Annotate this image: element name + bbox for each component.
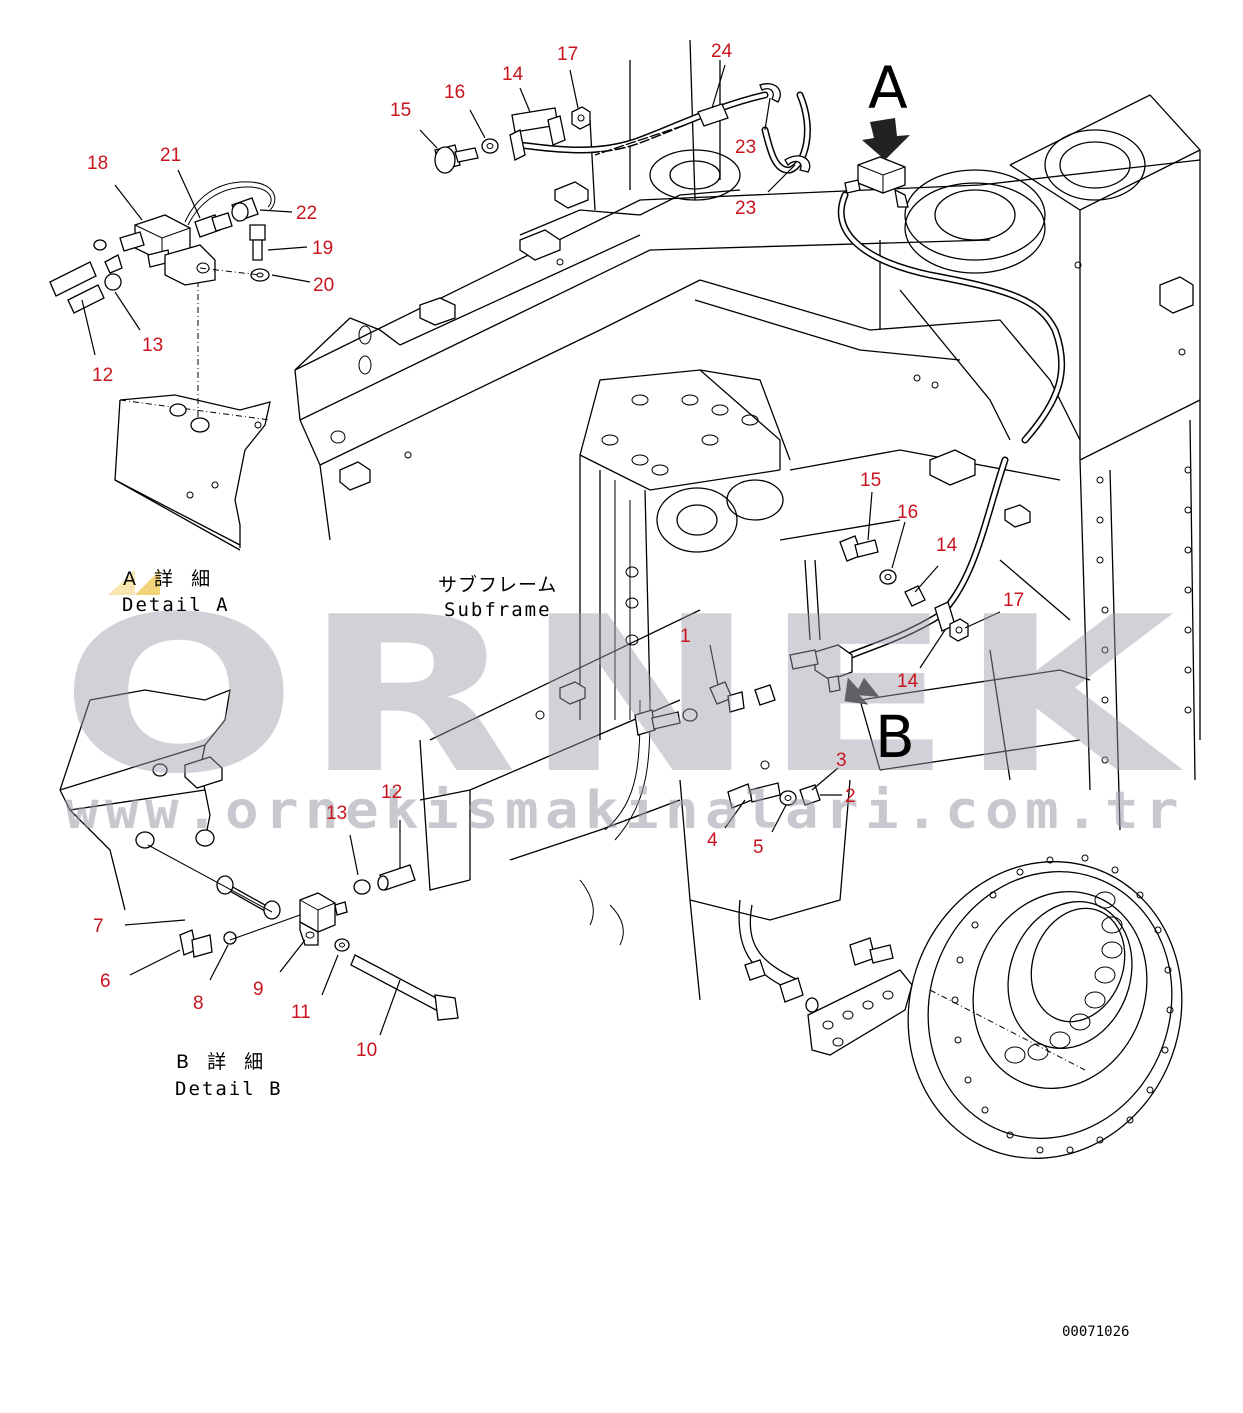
callout-18: 18 <box>87 153 108 174</box>
view-marker-a: A <box>868 54 908 122</box>
callout-15-mid: 15 <box>860 470 881 491</box>
callout-19: 19 <box>312 238 333 259</box>
callout-20: 20 <box>313 275 334 296</box>
callout-12-detail-b: 12 <box>381 782 402 803</box>
callout-16-mid: 16 <box>897 502 918 523</box>
callout-5: 5 <box>753 837 764 858</box>
detail-a-label: A 詳 細 Detail A <box>108 568 230 616</box>
callout-4: 4 <box>707 830 718 851</box>
callout-15-top: 15 <box>390 100 411 121</box>
callout-6: 6 <box>100 971 111 992</box>
callout-23-top: 23 <box>735 137 756 158</box>
callout-9: 9 <box>253 979 264 1000</box>
callout-3: 3 <box>836 750 847 771</box>
hose-lines <box>516 91 1066 991</box>
callout-16-top: 16 <box>444 82 465 103</box>
leader-lines <box>81 64 1001 1036</box>
watermark-url: www.ornekismakinalari.com.tr <box>65 781 1185 841</box>
watermark-brand: ORNEK <box>60 570 1184 821</box>
callout-24: 24 <box>711 41 733 62</box>
callout-10: 10 <box>356 1040 377 1061</box>
callout-14-low: 14 <box>897 671 919 692</box>
callout-8: 8 <box>193 993 204 1014</box>
detail-b-title-jp: B 詳 細 <box>176 1051 269 1073</box>
view-marker-b: B <box>875 703 915 771</box>
callout-numbers: 1 2 3 4 5 6 7 8 9 10 11 12 12 13 13 14 1… <box>87 41 1024 1061</box>
subframe-label: サブフレーム Subframe <box>438 573 557 621</box>
detail-b-title-en: Detail B <box>175 1078 283 1100</box>
callout-2: 2 <box>845 786 856 807</box>
detail-a-title-en: Detail A <box>122 594 230 616</box>
subframe-label-jp: サブフレーム <box>438 573 557 596</box>
detail-b <box>59 688 459 1021</box>
frame-structure <box>294 39 1201 1001</box>
callout-23-low: 23 <box>735 198 756 219</box>
callout-1: 1 <box>680 626 691 647</box>
callout-17-mid: 17 <box>1003 590 1024 611</box>
final-drive-wheel <box>907 854 1183 1159</box>
detail-a-title-jp: A 詳 細 <box>123 568 216 590</box>
callout-13-detail-a: 13 <box>142 335 163 356</box>
document-number: 00071026 <box>1062 1324 1129 1340</box>
callout-14-mid: 14 <box>936 535 958 556</box>
callout-22: 22 <box>296 203 317 224</box>
subframe-label-en: Subframe <box>444 599 552 621</box>
watermark: ORNEK www.ornekismakinalari.com.tr <box>60 570 1185 841</box>
callout-13-detail-b: 13 <box>326 803 347 824</box>
callout-7: 7 <box>93 916 104 937</box>
callout-17-top: 17 <box>557 44 578 65</box>
detail-a <box>49 181 276 551</box>
callout-14-top: 14 <box>502 64 524 85</box>
main-view-parts <box>434 83 969 1056</box>
callout-11: 11 <box>291 1002 311 1023</box>
detail-b-label: B 詳 細 Detail B <box>175 1051 283 1100</box>
callout-21: 21 <box>160 145 181 166</box>
callout-12-detail-a: 12 <box>92 365 113 386</box>
